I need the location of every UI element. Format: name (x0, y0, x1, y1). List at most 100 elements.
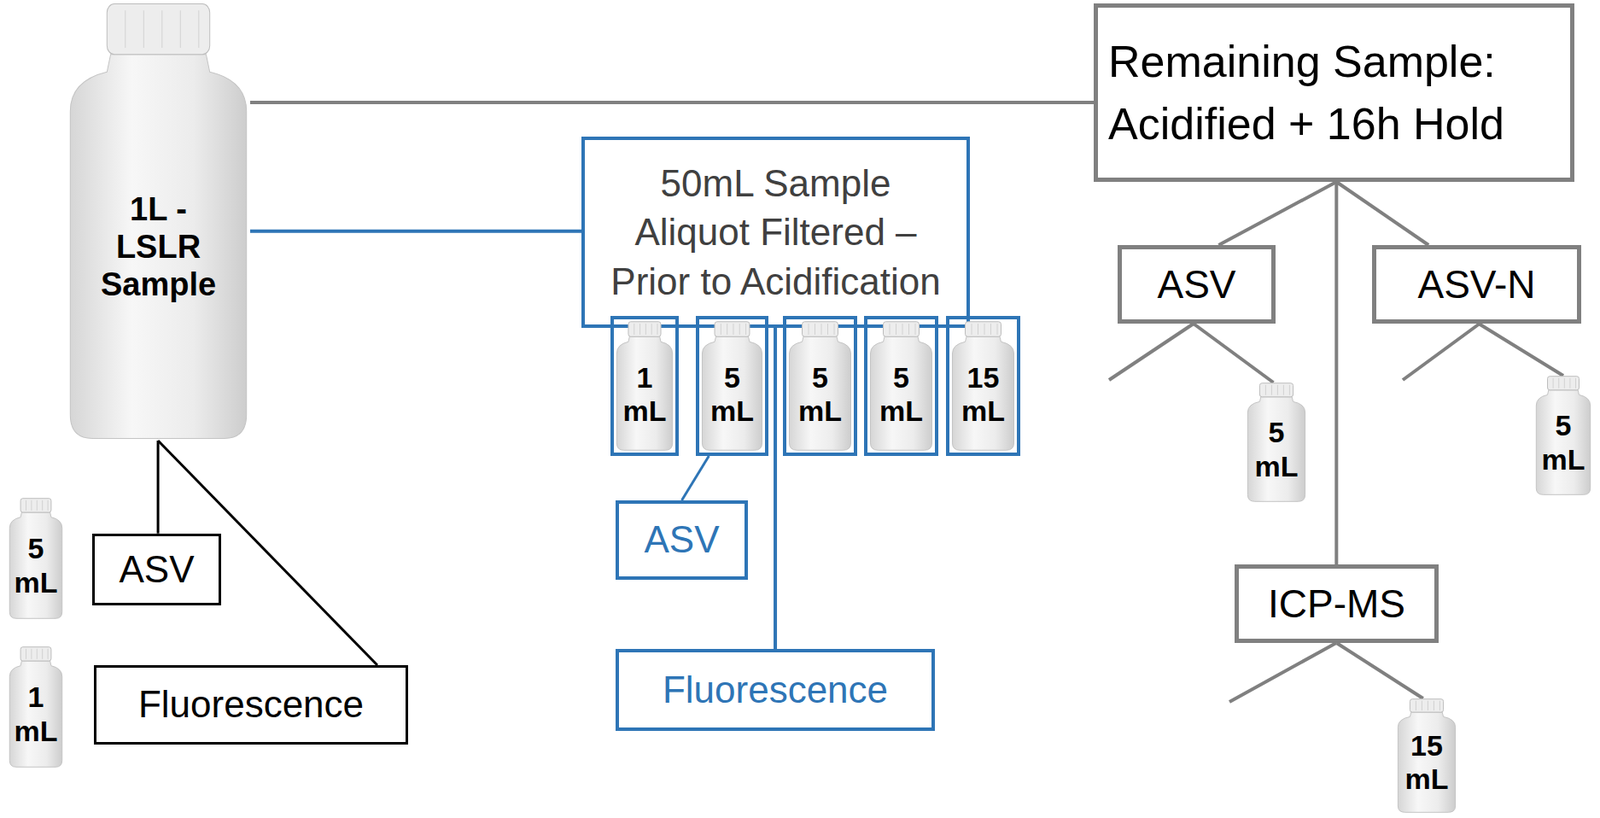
node-label: Remaining Sample: Acidified + 16h Hold (1108, 30, 1560, 156)
cap-ridge (180, 10, 182, 48)
connector-line (250, 100, 1094, 105)
cap-ridge (1439, 700, 1441, 711)
bottle-cap (1547, 376, 1580, 391)
cap-ridge (36, 648, 38, 660)
node-label: 50mL Sample Aliquot Filtered – Prior to … (600, 158, 952, 306)
volume-label: 5 mL (699, 361, 765, 428)
cap-ridge (651, 323, 653, 335)
volume-label: 5 mL (867, 361, 935, 428)
bottle-cap (106, 4, 210, 55)
vial-box: 1 mL (610, 315, 679, 456)
cap-ridge (1564, 378, 1565, 389)
method-box: ICP-MS (1234, 564, 1439, 643)
volume-label: 1L - LSLR Sample (94, 191, 223, 304)
method-box: ASV (92, 533, 222, 607)
connector-line (1337, 642, 1424, 699)
cap-ridge (915, 323, 917, 335)
cap-ridge (971, 323, 973, 335)
cap-ridge (25, 500, 27, 511)
cap-ridge (902, 323, 904, 335)
cap-ridge (1553, 378, 1554, 389)
node-label: ICP-MS (1267, 581, 1406, 627)
vial: 5 mL (1535, 375, 1592, 496)
cap-ridge (726, 323, 728, 335)
cap-ridge (198, 10, 199, 48)
bottle-body (1397, 712, 1455, 812)
volume-label: 5 mL (8, 531, 64, 599)
cap-ridge (1289, 385, 1291, 396)
bottle-cap (20, 498, 52, 513)
process-box: 50mL Sample Aliquot Filtered – Prior to … (581, 136, 970, 328)
vial: 5 mL (1246, 382, 1307, 503)
bottle-cap (714, 321, 750, 337)
method-box: ASV (615, 500, 748, 580)
connector-line (682, 455, 710, 501)
method-box: ASV (1117, 245, 1276, 324)
cap-ridge (1575, 378, 1577, 389)
cap-ridge (908, 323, 910, 335)
bottle-body (70, 54, 246, 439)
node-label: Fluorescence (138, 683, 364, 727)
cap-ridge (47, 500, 49, 511)
cap-ridge (30, 500, 32, 511)
connector-line (773, 327, 777, 649)
cap-ridge (821, 323, 823, 335)
vial: 15 mL (1396, 698, 1457, 813)
volume-label: 15 mL (949, 361, 1017, 428)
bottle-body (9, 512, 62, 619)
cap-ridge (1277, 385, 1279, 396)
cap-ridge (1558, 378, 1560, 389)
bottle-cap (965, 321, 1002, 337)
cap-ridge (1421, 700, 1423, 711)
bottle-body (1247, 397, 1305, 503)
connector-line (1336, 181, 1429, 246)
cap-ridge (1271, 385, 1273, 396)
cap-ridge (732, 323, 734, 335)
volume-label: 1 mL (8, 680, 64, 748)
cap-ridge (633, 323, 635, 335)
node-label: Fluorescence (662, 668, 888, 713)
node-label: ASV (643, 518, 719, 562)
vial-box: 5 mL (782, 315, 858, 456)
cap-ridge (30, 648, 32, 660)
connector-line (1478, 323, 1564, 376)
cap-ridge (124, 10, 126, 48)
connector-line (1193, 323, 1274, 383)
cap-ridge (645, 323, 647, 335)
cap-ridge (1415, 700, 1417, 711)
volume-label: 1 mL (613, 361, 676, 428)
cap-ridge (36, 500, 38, 511)
cap-ridge (1265, 385, 1267, 396)
connector-line (1334, 181, 1338, 565)
vial-box: 15 mL (945, 315, 1021, 456)
process-box: Remaining Sample: Acidified + 16h Hold (1093, 3, 1575, 182)
vial-box: 5 mL (695, 315, 769, 456)
cap-ridge (161, 10, 163, 48)
cap-ridge (720, 323, 722, 335)
volume-label: 5 mL (1246, 415, 1307, 483)
branch-line (1402, 323, 1480, 380)
branch-line (1109, 323, 1194, 380)
cap-ridge (47, 648, 49, 660)
node-label: ASV (1156, 262, 1236, 308)
cap-ridge (990, 323, 992, 335)
volume-label: 5 mL (786, 361, 854, 428)
bottle-cap (1259, 383, 1293, 398)
cap-ridge (41, 500, 43, 511)
cap-ridge (997, 323, 999, 335)
method-box: Fluorescence (93, 665, 409, 745)
cap-ridge (1569, 378, 1571, 389)
bottle-body (1535, 390, 1590, 496)
branch-lines (1109, 323, 1480, 702)
bottle-body (9, 660, 62, 767)
method-box: Fluorescence (615, 648, 935, 731)
connector-line (157, 440, 160, 534)
method-box: ASV-N (1372, 245, 1582, 324)
cap-ridge (827, 323, 829, 335)
node-label: ASV (118, 548, 194, 592)
cap-ridge (1283, 385, 1285, 396)
cap-ridge (25, 648, 27, 660)
cap-ridge (814, 323, 816, 335)
cap-ridge (745, 323, 747, 335)
